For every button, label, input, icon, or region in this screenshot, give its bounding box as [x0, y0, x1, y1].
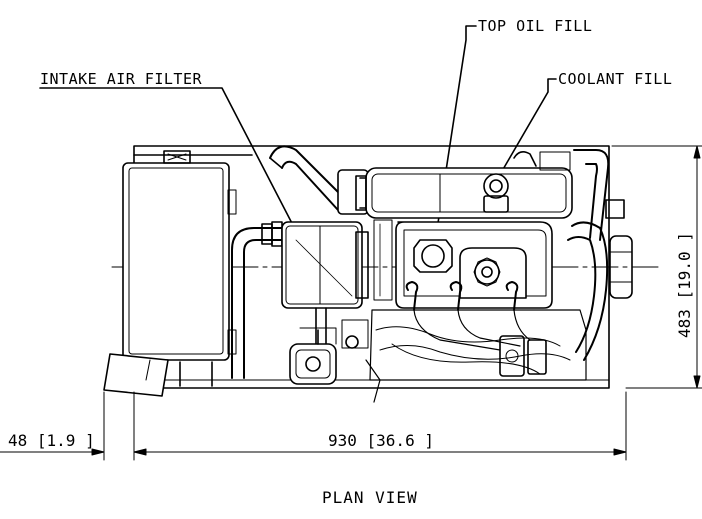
radiator	[103, 150, 237, 397]
lower-engine	[341, 309, 587, 403]
breather-tube	[269, 145, 369, 215]
injector-lines	[405, 281, 531, 351]
oil-filter	[289, 327, 337, 385]
intake-air-filter-leader	[39, 87, 313, 263]
view-title: PLAN VIEW	[322, 488, 418, 507]
fuel-pump-cover	[459, 247, 527, 299]
offset-dimension-label: 48 [1.9 ]	[8, 431, 95, 450]
intake-air-filter-label: INTAKE AIR FILTER	[40, 70, 202, 88]
width-dimension	[0, 391, 627, 461]
width-dimension-label: 930 [36.6 ]	[328, 431, 434, 450]
intake-air-filter	[281, 221, 369, 345]
top-oil-fill-leader	[435, 25, 477, 237]
height-dimension-label: 483 [19.0 ]	[675, 232, 694, 338]
top-oil-fill-label: TOP OIL FILL	[478, 17, 592, 35]
height-dimension	[611, 145, 702, 389]
coolant-fill-label: COOLANT FILL	[558, 70, 672, 88]
top-oil-fill-cap	[413, 239, 453, 273]
engine-top	[355, 167, 573, 219]
intake-hose	[231, 221, 283, 379]
coolant-hose-right	[513, 149, 633, 361]
coolant-fill-leader	[497, 78, 557, 179]
coolant-fill-cap	[483, 173, 509, 213]
